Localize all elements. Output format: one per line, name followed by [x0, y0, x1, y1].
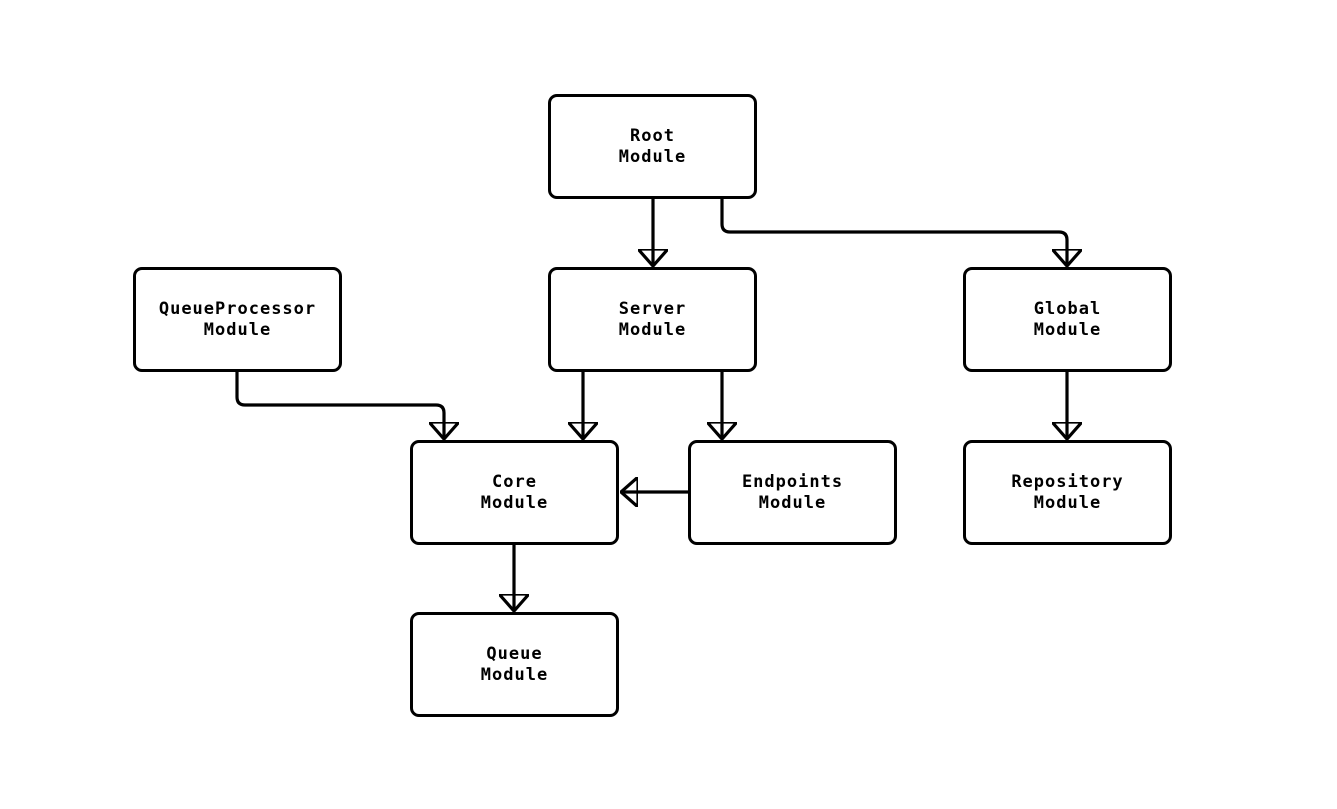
node-root-module: Root Module: [548, 94, 757, 199]
node-queueprocessor-module: QueueProcessor Module: [133, 267, 342, 372]
node-label: Server Module: [618, 298, 687, 340]
node-label: Endpoints Module: [741, 471, 844, 513]
node-server-module: Server Module: [548, 267, 757, 372]
edge-root-to-global: [720, 199, 1067, 265]
node-core-module: Core Module: [410, 440, 619, 545]
edge-queueprocessor-to-core: [235, 371, 444, 438]
node-label: Core Module: [480, 471, 549, 513]
node-label: QueueProcessor Module: [158, 298, 317, 340]
node-global-module: Global Module: [963, 267, 1172, 372]
node-endpoints-module: Endpoints Module: [688, 440, 897, 545]
node-label: Repository Module: [1011, 471, 1124, 513]
node-label: Root Module: [618, 125, 687, 167]
node-queue-module: Queue Module: [410, 612, 619, 717]
node-label: Global Module: [1033, 298, 1102, 340]
node-repository-module: Repository Module: [963, 440, 1172, 545]
node-label: Queue Module: [480, 643, 549, 685]
